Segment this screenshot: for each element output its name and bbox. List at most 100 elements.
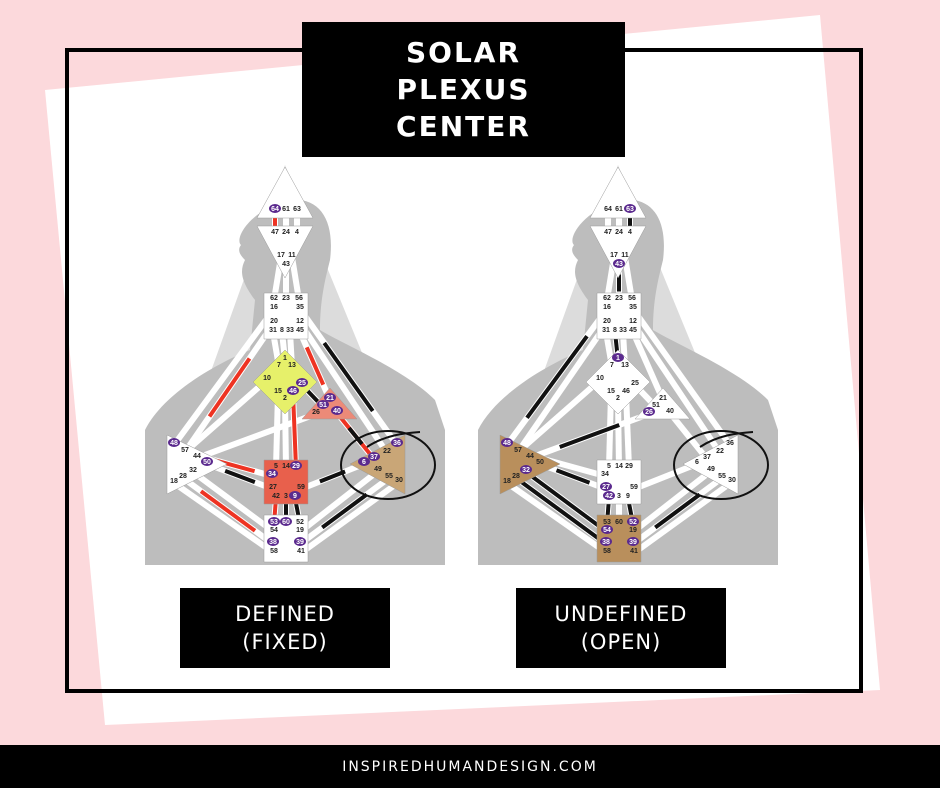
gate-57: 57 xyxy=(514,447,522,454)
center-g xyxy=(252,349,318,415)
activated-gate-marker xyxy=(612,353,624,362)
gate-54: 54 xyxy=(270,527,278,534)
gate-61: 61 xyxy=(615,206,623,213)
gate-6: 6 xyxy=(362,459,366,466)
gate-32: 32 xyxy=(522,467,530,474)
gate-18: 18 xyxy=(170,478,178,485)
gate-60: 60 xyxy=(282,519,290,526)
activated-gate-marker xyxy=(358,457,370,466)
gate-40: 40 xyxy=(333,408,341,415)
gate-39: 39 xyxy=(296,539,304,546)
gate-17: 17 xyxy=(277,252,285,259)
activated-gate-marker xyxy=(317,400,329,409)
gate-22: 22 xyxy=(716,448,724,455)
defined-channel-40-37 xyxy=(347,426,364,446)
activated-gate-marker xyxy=(613,259,625,268)
channel-58-18 xyxy=(505,480,609,556)
defined-channel-39-55 xyxy=(654,492,701,530)
center-throat xyxy=(596,292,642,340)
channel-54-32 xyxy=(191,469,276,535)
gate-47: 47 xyxy=(271,229,279,236)
gate-26: 26 xyxy=(312,409,320,416)
gate-16: 16 xyxy=(603,304,611,311)
gate-18: 18 xyxy=(503,478,511,485)
gate-9: 9 xyxy=(293,493,297,500)
gate-62: 62 xyxy=(603,295,611,302)
activated-gate-marker xyxy=(368,452,380,461)
defined-channel-16-48 xyxy=(525,335,589,419)
gate-21: 21 xyxy=(326,395,334,402)
defined-channel-50-27 xyxy=(224,469,256,484)
gate-44: 44 xyxy=(526,453,534,460)
gate-13: 13 xyxy=(621,362,629,369)
highlight-circle-tail xyxy=(366,431,421,448)
gate-38: 38 xyxy=(602,539,610,546)
channel-45-21 xyxy=(630,330,666,402)
center-ajna xyxy=(256,225,314,279)
gate-55: 55 xyxy=(718,473,726,480)
gate-3: 3 xyxy=(617,493,621,500)
activated-gate-marker xyxy=(266,469,278,478)
gate-20: 20 xyxy=(270,318,278,325)
channel-41-30 xyxy=(632,479,734,556)
title-line-3: CENTER xyxy=(396,110,531,143)
solar-plexus-highlight-circle xyxy=(340,430,436,500)
channel-16-48 xyxy=(171,307,277,447)
gate-50: 50 xyxy=(203,459,211,466)
activated-gate-marker xyxy=(600,482,612,491)
gate-9: 9 xyxy=(626,493,630,500)
gate-15: 15 xyxy=(274,388,282,395)
gate-41: 41 xyxy=(297,548,305,555)
defined-channel-45-21 xyxy=(304,346,326,386)
activated-gate-marker xyxy=(627,537,639,546)
highlight-circle-tail xyxy=(699,431,754,448)
gate-26: 26 xyxy=(645,409,653,416)
gate-45: 45 xyxy=(296,327,304,334)
undefined-label-line-1: UNDEFINED xyxy=(554,602,688,626)
gate-52: 52 xyxy=(629,519,637,526)
channel-41-30 xyxy=(299,479,401,556)
gate-12: 12 xyxy=(296,318,304,325)
gate-11: 11 xyxy=(288,252,296,259)
activated-gate-marker xyxy=(520,465,532,474)
title-line-1: SOLAR xyxy=(405,36,522,69)
channel-10-57 xyxy=(516,377,602,455)
gate-24: 24 xyxy=(615,229,623,236)
gate-34: 34 xyxy=(268,471,276,478)
gate-55: 55 xyxy=(385,473,393,480)
gate-33: 33 xyxy=(619,327,627,334)
gate-14: 14 xyxy=(615,463,623,470)
gate-8: 8 xyxy=(280,327,284,334)
gate-49: 49 xyxy=(707,466,715,473)
gate-3: 3 xyxy=(284,493,288,500)
footer-bar: INSPIREDHUMANDESIGN.COM xyxy=(0,745,940,788)
gate-64: 64 xyxy=(271,206,279,213)
gate-2: 2 xyxy=(616,395,620,402)
activated-gate-marker xyxy=(624,204,636,213)
center-ajna xyxy=(589,225,647,279)
defined-channel-25-51 xyxy=(305,389,320,403)
defined-channel-35-36 xyxy=(322,341,375,413)
gate-47: 47 xyxy=(604,229,612,236)
gate-23: 23 xyxy=(615,295,623,302)
defined-label-line-2: (FIXED) xyxy=(242,630,328,654)
activated-gate-marker xyxy=(600,537,612,546)
activated-gate-marker xyxy=(294,537,306,546)
channel-58-18 xyxy=(172,480,276,556)
gate-35: 35 xyxy=(296,304,304,311)
gate-42: 42 xyxy=(272,493,280,500)
gate-4: 4 xyxy=(628,229,632,236)
gate-48: 48 xyxy=(503,440,511,447)
gate-41: 41 xyxy=(630,548,638,555)
gate-39: 39 xyxy=(629,539,637,546)
activated-gate-marker xyxy=(280,517,292,526)
gate-14: 14 xyxy=(282,463,290,470)
gate-53: 53 xyxy=(270,519,278,526)
gate-29: 29 xyxy=(625,463,633,470)
solar-plexus-highlight-circle xyxy=(673,430,769,500)
gate-53: 53 xyxy=(603,519,611,526)
gate-61: 61 xyxy=(282,206,290,213)
footer-website[interactable]: INSPIREDHUMANDESIGN.COM xyxy=(342,758,598,775)
gate-19: 19 xyxy=(296,527,304,534)
channel-20-57 xyxy=(515,321,610,454)
